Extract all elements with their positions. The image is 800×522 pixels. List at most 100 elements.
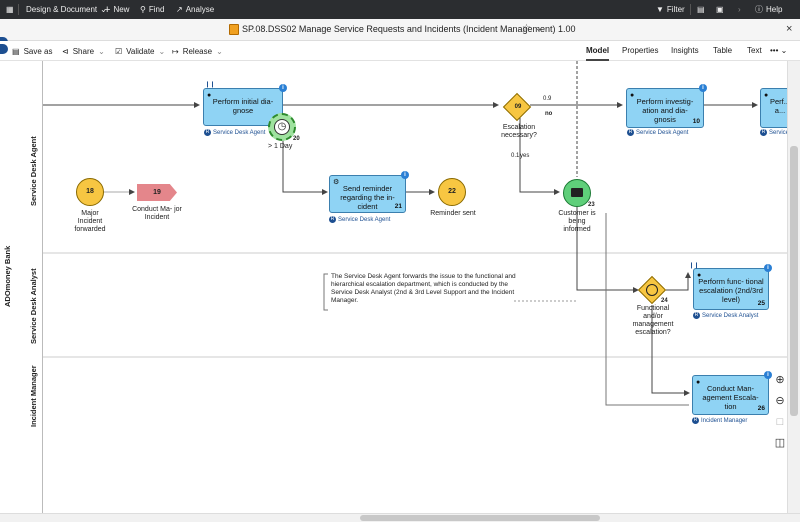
parallel-marker-icon: ❙❙ (689, 263, 700, 269)
role-label: Incident Manager (701, 417, 748, 424)
tab-text[interactable]: Text (747, 46, 762, 55)
close-icon[interactable]: × (786, 23, 793, 35)
grid-menu-icon[interactable]: ▦ (6, 5, 14, 14)
shield-check-icon: ☑ (115, 46, 123, 56)
clock-icon: ◷ (274, 119, 290, 135)
info-icon[interactable]: i (279, 84, 287, 92)
filter-button[interactable]: ▼Filter (656, 0, 685, 19)
gateway-label: Escalation necessary? (501, 124, 537, 139)
activity-perform-offscreen[interactable]: ● Perf... a... (760, 88, 787, 128)
inclusive-gateway-icon (643, 281, 661, 299)
process-conduct-major-incident[interactable]: 19 (137, 184, 177, 201)
analyse-button[interactable]: ↗Analyse (176, 0, 214, 19)
share-icon: ⊲ (62, 46, 69, 56)
activity-number: 26 (757, 405, 765, 412)
role-label: Service Desk Agent (213, 129, 266, 136)
model-title: SP.08.DSS02 Manage Service Requests and … (242, 24, 576, 34)
zoom-out-icon[interactable]: ⊖ (775, 395, 785, 407)
chevron-down-icon: ⌄ (216, 46, 223, 56)
event-customer-informed[interactable] (563, 179, 591, 207)
probability-no: 0.9 (543, 96, 552, 102)
expand-panel-icon[interactable] (0, 44, 8, 54)
more-options-icon[interactable]: ••• ⌄ (770, 46, 788, 55)
role-label: Service Desk Analyst (702, 312, 759, 319)
timer-event[interactable]: ◷ (268, 113, 296, 141)
person-icon: ● (697, 272, 702, 279)
event-reminder-sent[interactable]: 22 (438, 178, 466, 206)
model-canvas[interactable]: ADOmoney Bank Service Desk Agent Service… (0, 61, 787, 513)
info-icon[interactable]: i (699, 84, 707, 92)
fit-view-icon[interactable]: □ (776, 416, 784, 428)
horizontal-scroll-thumb[interactable] (360, 515, 600, 521)
top-menu-bar: ▦ Design & Document⌄ +New ⚲Find ↗Analyse… (0, 0, 800, 19)
vertical-scrollbar[interactable] (787, 61, 800, 513)
help-label: Help (766, 5, 783, 14)
save-as-button[interactable]: ▤Save as (12, 41, 52, 61)
window-icon[interactable]: ▣ (716, 5, 724, 14)
chevron-down-icon: ⌄ (100, 5, 107, 14)
layout-icon[interactable]: ▤ (697, 5, 705, 14)
activity-number: 25 (757, 300, 765, 307)
vertical-scroll-thumb[interactable] (790, 146, 798, 416)
activity-perform-investigation[interactable]: ● Perform investig- ation and dia- gnosi… (626, 88, 704, 128)
process-number: 19 (153, 189, 161, 196)
lane-label-incident-manager: Incident Manager (29, 365, 38, 427)
process-label: Conduct Ma- jor Incident (132, 206, 182, 221)
activity-perform-functional-escalation[interactable]: ● Perform func- tional escalation (2nd/3… (693, 268, 769, 310)
chevron-right-icon[interactable]: › (738, 5, 741, 14)
save-as-label: Save as (23, 46, 53, 56)
person-icon: ● (764, 92, 769, 99)
validate-button[interactable]: ☑Validate⌄ (115, 41, 165, 61)
release-button[interactable]: ↦Release⌄ (172, 41, 223, 61)
event-label: Reminder sent (430, 210, 476, 217)
role-label: Service De... (769, 129, 787, 136)
pool-lane-header: ADOmoney Bank Service Desk Agent Service… (0, 61, 43, 513)
activity-send-reminder[interactable]: ⚙ Send reminder regarding the in- cident… (329, 175, 406, 213)
tab-properties[interactable]: Properties (622, 46, 659, 55)
filter-icon: ▼ (656, 5, 664, 14)
release-label: Release (182, 46, 213, 56)
event-major-incident-forwarded[interactable]: 18 (76, 178, 104, 206)
role-icon: R (692, 417, 699, 424)
tab-table[interactable]: Table (713, 46, 733, 55)
tab-insights[interactable]: Insights (671, 46, 699, 55)
find-button[interactable]: ⚲Find (140, 0, 164, 19)
probability-yes: 0.1 (511, 153, 520, 159)
flow-label-no: no (545, 111, 553, 117)
lane-label-service-desk-analyst: Service Desk Analyst (29, 268, 38, 344)
horizontal-scrollbar[interactable] (0, 513, 800, 522)
chart-icon: ↗ (176, 5, 183, 14)
favorite-star-icon[interactable]: ☆ (522, 23, 531, 34)
info-icon[interactable]: i (401, 171, 409, 179)
role-icon: R (329, 216, 336, 223)
export-view-icon[interactable]: ◫ (774, 437, 786, 449)
envelope-icon (571, 188, 583, 197)
chevron-down-icon[interactable]: ⌄ (535, 23, 543, 33)
share-button[interactable]: ⊲Share⌄ (62, 41, 105, 61)
zoom-in-icon[interactable]: ⊕ (775, 374, 785, 386)
activity-conduct-management-escalation[interactable]: ● Conduct Man- agement Escala- tion 26 (692, 375, 769, 415)
info-icon[interactable]: i (764, 371, 772, 379)
gateway-number: 24 (661, 298, 668, 304)
annotation-note[interactable]: The Service Desk Agent forwards the issu… (331, 273, 516, 304)
activity-number: 21 (394, 203, 402, 210)
flow-label-yes: yes (520, 153, 530, 159)
model-icon (229, 24, 239, 35)
design-document-menu[interactable]: Design & Document⌄ (26, 0, 107, 19)
tab-model[interactable]: Model (586, 41, 610, 61)
info-icon[interactable]: i (764, 264, 772, 272)
help-icon: ⓘ (755, 5, 763, 14)
release-icon: ↦ (172, 46, 179, 56)
role-icon: R (627, 129, 634, 136)
person-icon: ● (696, 379, 701, 386)
gateway-label: Functional and/or management escalation? (632, 305, 674, 336)
validate-label: Validate (126, 46, 155, 56)
new-button[interactable]: +New (104, 0, 129, 19)
